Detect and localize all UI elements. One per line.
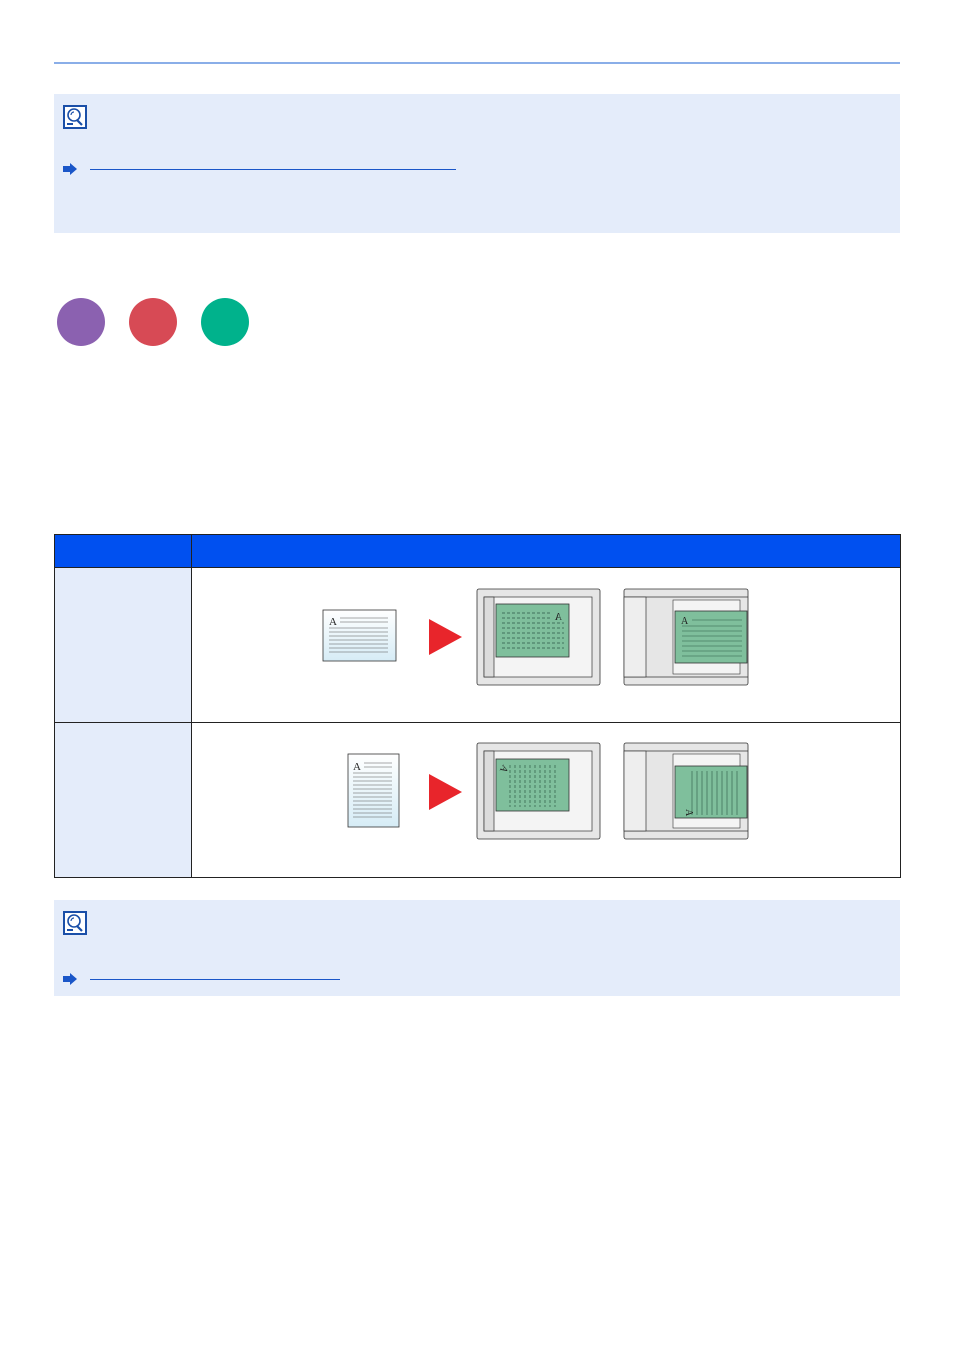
arrow-right-icon [63, 973, 77, 985]
mirrored-glyph: A [554, 612, 562, 623]
copy-badge [57, 298, 105, 346]
function-badges [57, 298, 249, 346]
table-row: A [54, 567, 901, 723]
figure-cell: A [191, 567, 901, 723]
fax-badge [201, 298, 249, 346]
note-icon [63, 911, 87, 935]
table-header-row [54, 534, 901, 568]
note-box-top [54, 94, 900, 233]
note-icon [63, 105, 87, 129]
red-arrow-icon [429, 619, 462, 655]
figure-cell: A [191, 722, 901, 878]
note-box-bottom [54, 900, 900, 996]
link-underline [90, 168, 456, 170]
send-badge [129, 298, 177, 346]
reference-link-bottom[interactable] [63, 973, 340, 985]
landscape-original-figure: A [322, 588, 749, 686]
document-processor-view: A [623, 588, 749, 686]
original-document-portrait: A [347, 753, 400, 828]
document-processor-view: A [623, 742, 749, 840]
header-rule [54, 62, 900, 64]
arrow-right-icon [63, 163, 77, 175]
rotated-glyph: A [683, 809, 694, 817]
row-label [54, 722, 192, 878]
document-glyph: A [353, 761, 361, 773]
table-row: A [54, 722, 901, 878]
original-document-landscape: A [322, 609, 397, 662]
row-label [54, 567, 192, 723]
document-glyph: A [329, 616, 337, 628]
orientation-table: A [54, 534, 901, 878]
reference-link-top[interactable] [63, 163, 456, 175]
platen-view: A [476, 742, 601, 840]
portrait-original-figure: A [347, 742, 749, 840]
platen-view: A [476, 588, 601, 686]
table-header-description [191, 534, 901, 568]
document-glyph: A [681, 616, 689, 627]
link-underline [90, 978, 340, 980]
red-arrow-icon [429, 774, 462, 810]
table-header-item [54, 534, 192, 568]
